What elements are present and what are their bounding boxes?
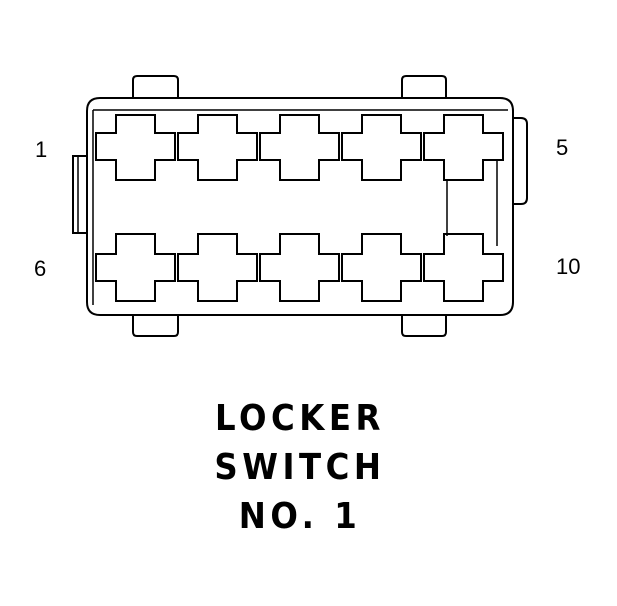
- pin-cavity-3: [259, 114, 340, 181]
- pin-label-6: 6: [34, 256, 46, 281]
- pin-label-5: 5: [556, 135, 568, 160]
- latch-tab-top-left: [132, 75, 179, 98]
- pin-cavity-8: [259, 233, 340, 302]
- latch-tab-bottom-right: [401, 315, 447, 337]
- pin-cavity-4: [341, 114, 422, 181]
- pin-cavity-9: [341, 233, 422, 302]
- pin-label-1: 1: [35, 137, 47, 162]
- pin-label-10: 10: [556, 254, 580, 279]
- caption-line-3: NO. 1: [238, 496, 362, 537]
- pin-cavity-2: [177, 114, 258, 181]
- pin-cavity-10: [423, 233, 504, 302]
- pin-cavity-5: [423, 114, 504, 181]
- pin-cavity-1: [95, 114, 176, 181]
- latch-tab-bottom-left: [132, 315, 179, 337]
- pin-cavity-6: [95, 233, 176, 302]
- caption-line-2: SWITCH: [214, 447, 386, 488]
- side-key-left: [72, 155, 87, 234]
- latch-tab-top-right: [401, 75, 447, 98]
- caption-line-1: LOCKER: [214, 398, 385, 439]
- connector-body: [86, 97, 514, 316]
- pin-cavity-7: [177, 233, 258, 302]
- side-key-right: [513, 117, 528, 205]
